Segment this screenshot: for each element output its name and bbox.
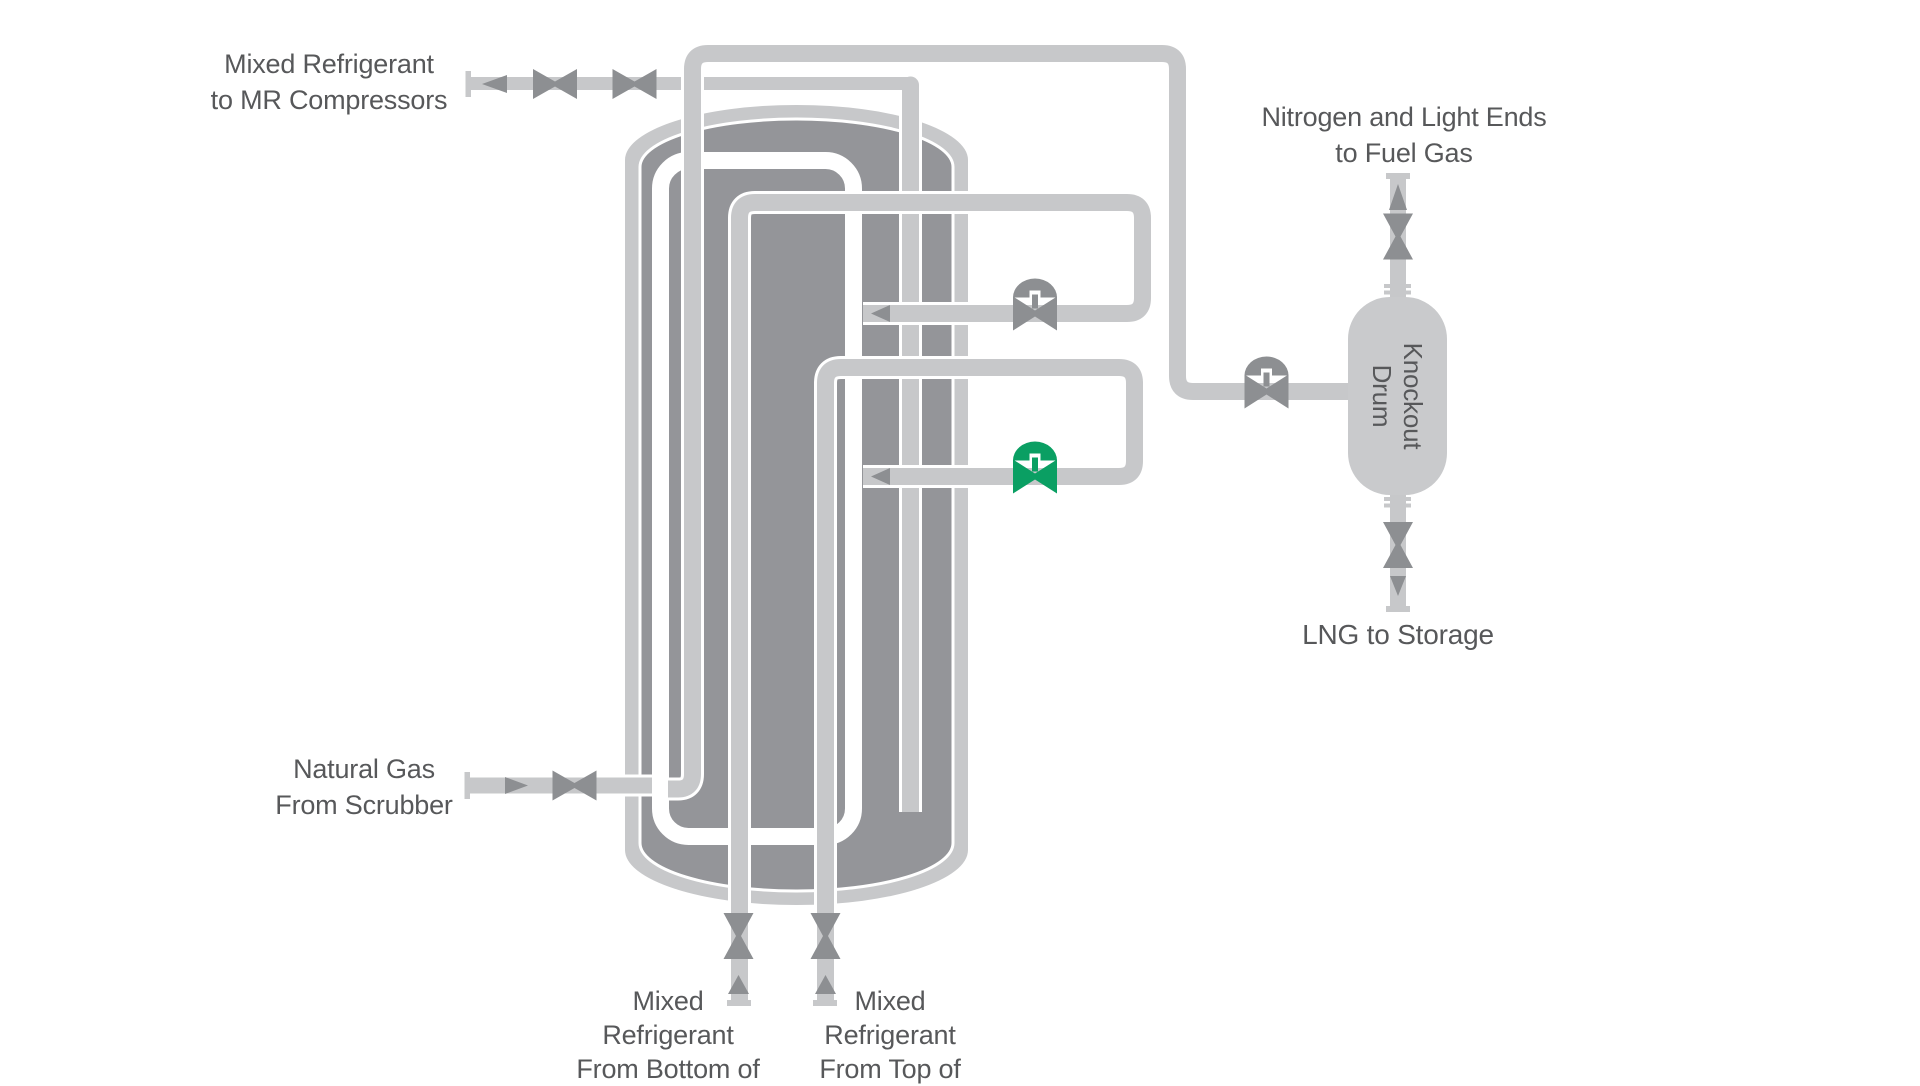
pipe-end-cap <box>465 71 471 97</box>
pipe-end-cap <box>464 772 470 799</box>
flange <box>1384 503 1411 508</box>
label-nitrogen-fuel-gas: Nitrogen and Light Ends to Fuel Gas <box>1261 99 1546 171</box>
gate-valve-icon <box>723 913 754 959</box>
label-mr-from-top: Mixed Refrigerant From Top of <box>819 984 961 1086</box>
flow-arrow-icon <box>815 975 836 994</box>
label-line: Nitrogen and Light Ends <box>1261 102 1547 132</box>
label-lng-to-storage: LNG to Storage <box>1302 617 1494 653</box>
label-line: LNG to Storage <box>1302 619 1494 650</box>
gate-valve-icon <box>552 770 597 801</box>
flow-arrow-icon <box>728 975 749 994</box>
flow-arrow-icon <box>871 468 890 485</box>
pipe-end-cap <box>1386 606 1410 612</box>
label-natural-gas: Natural Gas From Scrubber <box>275 751 453 823</box>
label-line: Knockout <box>1398 342 1428 450</box>
control-valve-icon <box>1013 278 1057 331</box>
green-control-valve-icon <box>1013 441 1057 494</box>
gate-valve-icon <box>533 69 577 99</box>
gate-valve-icon <box>810 913 841 959</box>
label-line: to MR Compressors <box>210 85 448 115</box>
cold-mr-loop-circuit <box>814 356 1146 1004</box>
flange <box>1384 290 1411 295</box>
natural-gas-tube-coil <box>652 152 862 845</box>
flow-arrow-icon <box>871 305 890 322</box>
lng-outlet-pipe <box>668 45 1356 798</box>
flow-arrow-icon <box>505 777 528 794</box>
label-line: to Fuel Gas <box>1335 138 1473 168</box>
cold-mr-loop-pipe <box>817 359 1143 1004</box>
label-line: Drum <box>1367 364 1397 428</box>
label-line: Refrigerant <box>602 1020 734 1050</box>
label-knockout-drum: Knockout Drum <box>1366 343 1428 450</box>
gate-valve-icon <box>612 69 657 99</box>
pipe-end-cap <box>813 1000 837 1006</box>
label-line: Mixed <box>854 986 926 1016</box>
label-line: From Scrubber <box>275 790 453 820</box>
label-line: Refrigerant <box>824 1020 956 1050</box>
flow-arrow-icon <box>1389 184 1407 210</box>
label-line: Mixed <box>632 986 704 1016</box>
flange <box>1384 284 1411 288</box>
control-valve-icon <box>1244 356 1289 409</box>
flow-arrow-icon <box>1390 576 1406 596</box>
lng-outlet-circuit <box>668 42 1356 801</box>
pipe-end-cap <box>1386 173 1410 179</box>
flow-arrow-icon <box>482 75 507 93</box>
pipe-end-cap <box>727 1000 751 1006</box>
flange <box>1384 497 1411 501</box>
label-mr-to-compressors: Mixed Refrigerant to MR Compressors <box>211 46 448 118</box>
label-mr-from-bottom: Mixed Refrigerant From Bottom of <box>576 984 759 1086</box>
knockout-drum <box>1348 297 1447 495</box>
warm-mr-loop-pipe <box>731 194 1151 1004</box>
gate-valve-icon <box>1383 213 1413 260</box>
label-line: Mixed Refrigerant <box>224 49 434 79</box>
label-line: From Top of <box>819 1054 961 1084</box>
label-line: From Bottom of <box>576 1054 760 1084</box>
gate-valve-icon <box>1383 522 1413 568</box>
label-line: Natural Gas <box>293 754 435 784</box>
warm-mr-loop-circuit <box>728 191 1154 1004</box>
